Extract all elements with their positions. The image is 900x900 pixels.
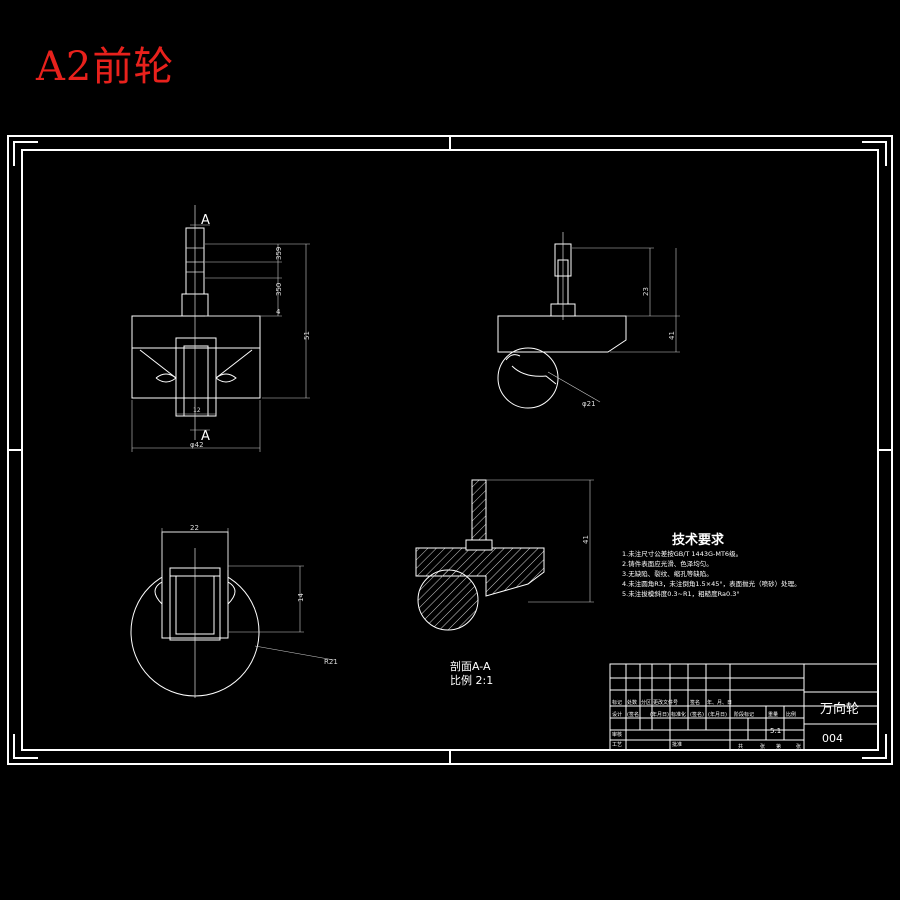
side-view — [497, 232, 680, 409]
tb-bottom-3: 张 — [796, 743, 801, 750]
tb-mid-2: 比例 — [786, 711, 796, 718]
tb-bottom-0: 共 — [738, 743, 743, 750]
section-mark-top: A — [201, 213, 210, 228]
tech-item-1: 1.未注尺寸公差按GB/T 1443G-MT6级。 — [622, 549, 742, 558]
page-title: A2前轮 — [36, 44, 175, 90]
section-view — [415, 479, 594, 631]
tb-row2-3: 标准化 — [671, 711, 686, 718]
dim-359: 359 — [275, 247, 283, 260]
section-scale: 比例 2:1 — [450, 673, 493, 687]
dim-350: 350 — [275, 283, 283, 296]
tb-label-3: 更改文件号 — [653, 699, 678, 706]
tb-row2-5: (年月日) — [708, 711, 727, 718]
tech-item-5: 5.未注拔模斜度0.3~R1，粗糙度Ra0.3° — [622, 589, 740, 598]
part-code: 004 — [822, 732, 843, 745]
tb-label-0: 标记 — [612, 699, 622, 706]
front-view — [131, 205, 310, 452]
tb-label-2: 分区 — [641, 699, 651, 706]
dim-41-side: 41 — [668, 331, 676, 340]
dim-4: 4 — [276, 308, 281, 316]
dim-r21: R21 — [324, 658, 338, 666]
tb-row2-2: (年月日) — [650, 711, 669, 718]
title-block — [609, 663, 879, 751]
tb-row2-0: 设计 — [612, 711, 622, 718]
tb-label-5: 年、月、日 — [707, 699, 732, 706]
tb-bottom-1: 张 — [760, 743, 765, 750]
dim-22: 22 — [190, 524, 199, 532]
dim-51: 51 — [303, 331, 311, 340]
dim-14: 14 — [297, 593, 305, 602]
dim-41-section: 41 — [582, 535, 590, 544]
tb-row3-0: 审核 — [612, 731, 622, 738]
dim-phi21: φ21 — [582, 400, 596, 408]
sheet-border — [7, 135, 893, 765]
tb-label-1: 处数 — [627, 699, 637, 706]
tb-row2-1: (签名) — [627, 711, 641, 718]
section-label: 剖面A-A — [450, 659, 491, 673]
tb-row4-1: 批准 — [672, 741, 682, 748]
dim-23: 23 — [642, 287, 650, 296]
tb-row4-0: 工艺 — [612, 742, 622, 748]
tb-mid-1: 重量 — [768, 711, 778, 718]
part-name: 万向轮 — [820, 701, 859, 717]
tech-heading: 技术要求 — [672, 532, 725, 548]
tech-item-4: 4.未注圆角R3，未注倒角1.5×45°，表面抛光（喷砂）处理。 — [622, 579, 801, 588]
tb-bottom-2: 第 — [776, 743, 781, 750]
tech-item-2: 2.铸件表面应光滑、色泽均匀。 — [622, 559, 713, 568]
dim-phi42: φ42 — [190, 441, 204, 449]
tb-row2-4: (签名) — [690, 711, 704, 718]
tb-label-4: 签名 — [690, 699, 700, 706]
section-mark-bottom: A — [201, 429, 210, 444]
tb-scale: 5:1 — [770, 727, 781, 735]
bottom-view — [130, 528, 335, 698]
tech-item-3: 3.无缺陷、裂纹、缩孔等缺陷。 — [622, 569, 713, 578]
dim-12: 12 — [193, 407, 201, 414]
tb-mid-0: 阶段标记 — [734, 711, 754, 718]
